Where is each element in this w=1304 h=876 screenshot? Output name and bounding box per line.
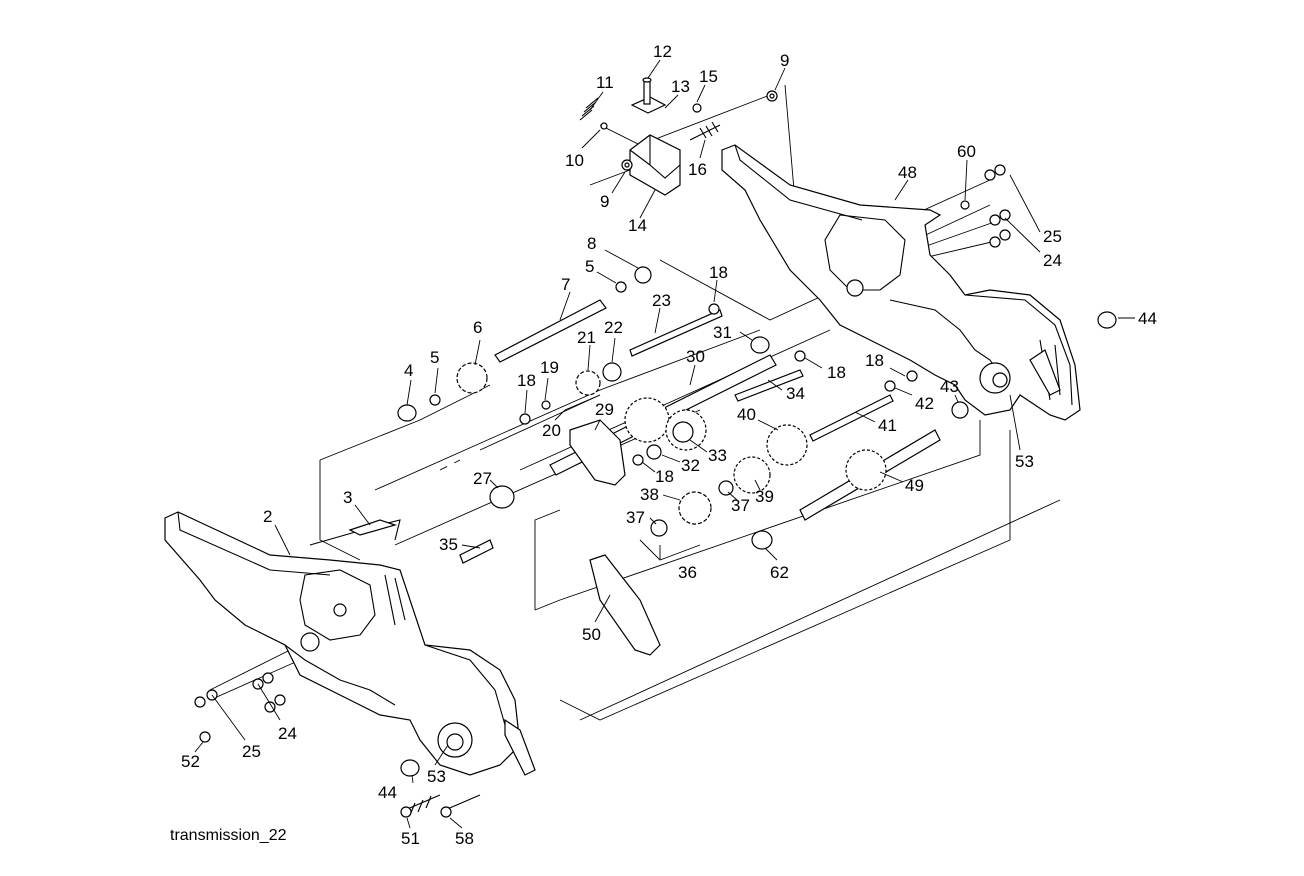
callout-16: 16 [688,160,707,179]
callout-53-right: 53 [1015,452,1034,471]
callout-10: 10 [565,151,584,170]
callout-41: 41 [878,416,897,435]
callout-labels: 12 11 13 15 9 10 16 9 14 60 48 25 24 8 5… [181,42,1157,848]
callout-5-upper: 5 [585,257,594,276]
callout-18-upper: 18 [709,263,728,282]
callout-5-lower: 5 [430,348,439,367]
callout-12: 12 [653,42,672,61]
shift-mechanism [579,77,778,196]
callout-34: 34 [786,384,805,403]
callout-18-right: 18 [865,351,884,370]
callout-48: 48 [898,163,917,182]
callout-22: 22 [604,318,623,337]
callout-33: 33 [708,446,727,465]
callout-29: 29 [595,400,614,419]
callout-37-left: 37 [626,508,645,527]
left-housing [164,349,1061,776]
callout-44-left: 44 [378,783,397,802]
callout-35: 35 [439,535,458,554]
callout-leaders [194,59,1135,829]
callout-18-low: 18 [655,467,674,486]
callout-21: 21 [577,328,596,347]
callout-31: 31 [713,323,732,342]
callout-15: 15 [699,67,718,86]
callout-42: 42 [915,394,934,413]
callout-14: 14 [628,216,647,235]
callout-30: 30 [686,347,705,366]
callout-27: 27 [473,469,492,488]
callout-37-right: 37 [731,496,750,515]
callout-38: 38 [640,485,659,504]
callout-24-left: 24 [278,724,297,743]
bearings-washers [194,164,1117,818]
callout-3: 3 [343,488,352,507]
gears-sprockets [456,362,887,656]
callout-19: 19 [540,358,559,377]
callout-53-left: 53 [427,767,446,786]
callout-7: 7 [561,275,570,294]
callout-18-left: 18 [517,371,536,390]
right-housing [721,144,1081,421]
callout-50: 50 [582,625,601,644]
callout-20: 20 [542,421,561,440]
callout-44-right: 44 [1138,309,1157,328]
callout-43: 43 [940,377,959,396]
callout-39: 39 [755,487,774,506]
callout-32: 32 [681,456,700,475]
callout-60: 60 [957,142,976,161]
callout-40: 40 [737,405,756,424]
callout-6: 6 [473,318,482,337]
callout-49: 49 [905,476,924,495]
callout-25-left: 25 [242,742,261,761]
callout-9-left: 9 [600,192,609,211]
callout-18-mid: 18 [827,363,846,382]
callout-9-top: 9 [780,51,789,70]
callout-51: 51 [401,829,420,848]
callout-25-right: 25 [1043,227,1062,246]
callout-62: 62 [770,563,789,582]
callout-8: 8 [587,234,596,253]
callout-24-right: 24 [1043,251,1062,270]
callout-2: 2 [263,507,272,526]
callout-58: 58 [455,829,474,848]
callout-23: 23 [652,291,671,310]
diagram-caption: transmission_22 [170,827,287,844]
callout-13: 13 [671,77,690,96]
callout-11: 11 [596,73,614,92]
callout-52: 52 [181,752,200,771]
callout-36: 36 [678,563,697,582]
callout-4: 4 [404,361,413,380]
